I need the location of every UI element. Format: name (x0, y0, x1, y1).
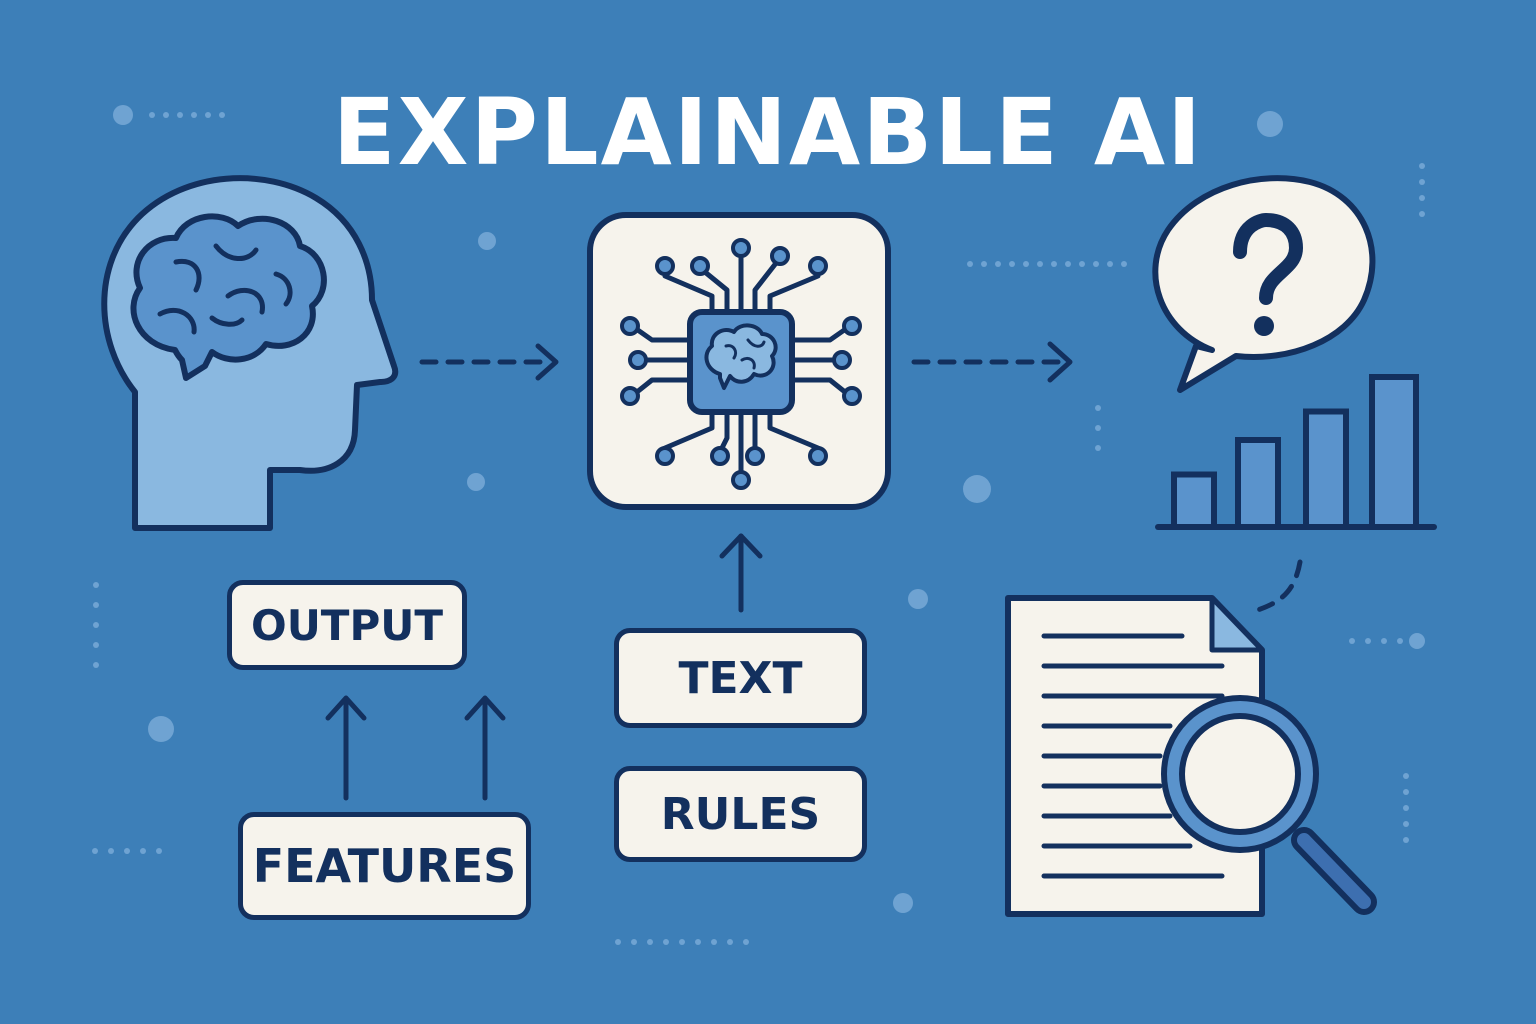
bar-1 (1171, 471, 1217, 530)
decorative-dots (113, 105, 1425, 913)
decorative-dotted-lines (92, 112, 1425, 945)
dashed-arrow-chip-to-explanation (911, 341, 1073, 383)
arrow-features-to-output-left (325, 695, 367, 801)
magnifier-icon (1161, 695, 1377, 915)
rules-label-box: RULES (614, 766, 867, 862)
arrow-text-to-chip (719, 533, 763, 613)
output-label-box: OUTPUT (227, 580, 467, 670)
bar-3 (1303, 408, 1349, 530)
bar-4 (1369, 374, 1419, 530)
rules-label: RULES (660, 788, 821, 840)
ai-chip-icon (587, 212, 891, 510)
features-label-box: FEATURES (238, 812, 531, 920)
speech-bubble-question-icon (1152, 175, 1376, 393)
arrow-features-to-output-right (464, 695, 506, 801)
text-label: TEXT (678, 652, 803, 704)
dashed-arrow-head-to-chip (419, 343, 559, 381)
text-label-box: TEXT (614, 628, 867, 728)
dashed-connector-chart-to-document (1249, 559, 1303, 615)
bar-chart-icon (1155, 374, 1437, 530)
features-label: FEATURES (252, 839, 517, 893)
bar-2 (1235, 437, 1281, 530)
page-title: EXPLAINABLE AI (332, 79, 1204, 186)
output-label: OUTPUT (251, 600, 443, 650)
head-with-brain-icon (101, 175, 399, 531)
